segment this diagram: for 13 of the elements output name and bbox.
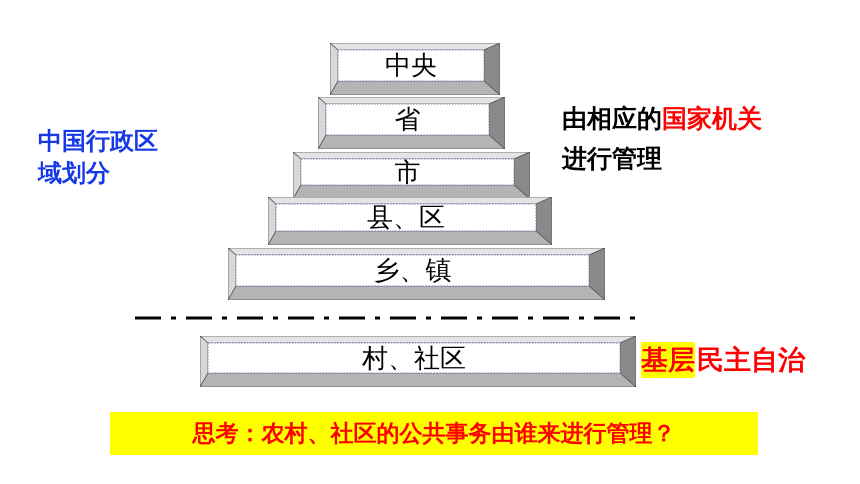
question-banner: 思考：农村、社区的公共事务由谁来进行管理？ bbox=[110, 412, 758, 455]
note-text: 民主自治 bbox=[697, 344, 805, 378]
category-title: 中国行政区域划分 bbox=[38, 126, 159, 190]
level-label: 村、社区 bbox=[362, 342, 466, 376]
note-text: 由相应的 bbox=[562, 103, 662, 135]
level-label: 市 bbox=[394, 156, 420, 190]
note-text: 进行管理 bbox=[562, 143, 662, 175]
level-label: 乡、镇 bbox=[374, 255, 452, 288]
level-label: 省 bbox=[394, 104, 420, 137]
highlight-text: 基层 bbox=[641, 342, 695, 378]
level-label: 中央 bbox=[385, 50, 437, 83]
highlight-text: 国家机关 bbox=[662, 103, 762, 135]
level-label: 县、区 bbox=[367, 202, 445, 235]
